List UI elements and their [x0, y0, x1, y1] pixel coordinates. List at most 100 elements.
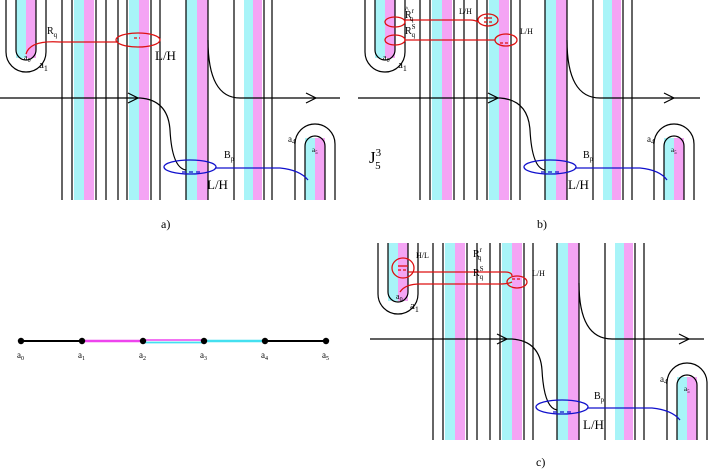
- clasp-sub: p: [231, 155, 235, 163]
- panel-c-horizontal-strand: [370, 282, 704, 411]
- node-a2: [139, 337, 147, 345]
- point-label: a: [39, 59, 44, 71]
- lh-label: L/H: [459, 7, 472, 16]
- node-a4: [261, 337, 269, 345]
- band-pink: [197, 0, 208, 200]
- svg-text:a4: a4: [660, 374, 668, 386]
- point-sub: 1: [415, 305, 419, 314]
- clasp-letter: R: [405, 10, 412, 21]
- node-a3: [200, 337, 208, 345]
- svg-text:a5: a5: [322, 350, 329, 362]
- point-label: a: [647, 134, 651, 144]
- svg-text:a2: a2: [139, 350, 146, 362]
- node-label: a: [261, 350, 265, 360]
- side-label: J: [369, 148, 376, 167]
- point-sub: 5: [674, 151, 677, 156]
- svg-text:RSq: RSq: [473, 265, 484, 281]
- clasp-sub: p: [601, 396, 605, 404]
- point-label: a: [288, 134, 292, 144]
- point-label: a: [24, 53, 28, 62]
- lh-label: L/H: [207, 177, 228, 192]
- node-sub: 3: [204, 356, 207, 362]
- point-label: a: [671, 146, 675, 154]
- panel-a: Rq L/H a0 a1 a4 a5 Bp L/H a): [0, 0, 340, 231]
- point-sub: 0: [400, 297, 403, 303]
- clasp-letter: B: [224, 150, 231, 161]
- clasp-sub: q: [480, 273, 484, 281]
- panel-b-blue-clasp: [523, 159, 668, 181]
- clasp-sup: S: [412, 23, 416, 31]
- node-a0: [17, 337, 25, 345]
- node-sub: 4: [265, 356, 268, 362]
- point-sub: 0: [387, 58, 390, 64]
- clasp-letter: R: [473, 268, 480, 279]
- panel-a-blue-clasp: [163, 159, 309, 181]
- point-sub: 1: [403, 64, 407, 73]
- panel-b-left-cap: [364, 0, 406, 73]
- node-label: a: [200, 350, 204, 360]
- svg-text:Bp: Bp: [224, 150, 235, 163]
- point-sub: 5: [315, 151, 318, 156]
- point-sub: 5: [687, 390, 690, 395]
- band-pink: [84, 0, 94, 200]
- lh-label: L/H: [583, 417, 604, 432]
- node-sub: 2: [143, 356, 146, 362]
- svg-text:a0: a0: [383, 53, 390, 64]
- clasp-sub: p: [590, 155, 594, 163]
- clasp-sup: r: [412, 7, 415, 15]
- panel-c-strands: [432, 243, 645, 440]
- clasp-sup: S: [480, 265, 484, 273]
- point-sub: 4: [664, 378, 668, 386]
- point-label: a: [396, 292, 400, 301]
- svg-text:Bp: Bp: [594, 391, 605, 404]
- svg-text:a5: a5: [671, 146, 677, 156]
- node-a1: [78, 337, 86, 345]
- svg-text:RSq: RSq: [405, 23, 416, 39]
- panel-a-labels: Rq L/H a0 a1 a4 a5 Bp L/H a): [24, 26, 318, 231]
- panel-c-right-cap: [666, 362, 708, 440]
- hat-mark: ^: [405, 5, 409, 14]
- node-sub: 1: [82, 356, 85, 362]
- node-label: a: [322, 350, 326, 360]
- svg-text:a5: a5: [684, 385, 690, 395]
- svg-text:Rrq: Rrq: [473, 246, 483, 262]
- point-label: a: [312, 146, 316, 154]
- svg-text:a1: a1: [398, 59, 407, 73]
- svg-text:a4: a4: [288, 134, 296, 146]
- clasp-letter: B: [583, 150, 590, 161]
- svg-text:a4: a4: [647, 134, 655, 146]
- lh-label: L/H: [568, 177, 589, 192]
- svg-text:a4: a4: [261, 350, 268, 362]
- arrow-head: [305, 92, 318, 104]
- clasp-letter: R: [473, 249, 480, 260]
- panel-caption: c): [536, 455, 545, 469]
- point-sub: 4: [292, 138, 296, 146]
- lh-label: L/H: [155, 48, 176, 63]
- panel-a-left-cap: [5, 0, 47, 73]
- svg-text:a5: a5: [312, 146, 318, 156]
- panel-a-right-cap: [294, 123, 336, 200]
- node-a5: [322, 337, 330, 345]
- point-label: a: [660, 374, 664, 384]
- clasp-sub: q: [54, 31, 58, 39]
- panel-b-horizontal-strand: [358, 39, 700, 171]
- svg-text:a1: a1: [410, 300, 419, 314]
- node-sub: 0: [21, 356, 24, 362]
- panel-a-red-clasp: [25, 32, 161, 55]
- node-label: a: [17, 350, 21, 360]
- band-cyan: [244, 0, 253, 200]
- svg-text:a0: a0: [17, 350, 24, 362]
- clasp-letter: R: [405, 26, 412, 37]
- point-label: a: [410, 300, 415, 312]
- side-sub: 5: [375, 160, 381, 172]
- svg-text:a0: a0: [24, 53, 31, 64]
- point-sub: 4: [651, 138, 655, 146]
- svg-text:a0: a0: [396, 292, 403, 303]
- svg-text:a1: a1: [39, 59, 48, 73]
- panel-a-horizontal-strand: [0, 39, 340, 171]
- clasp-sub: q: [410, 15, 414, 23]
